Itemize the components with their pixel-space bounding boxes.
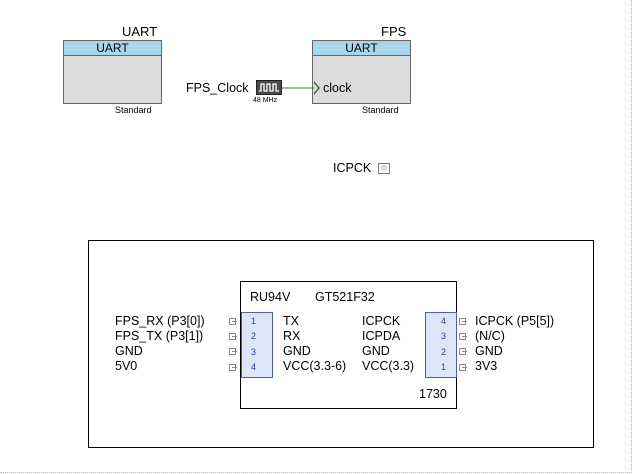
right-external-label-2: (N/C): [475, 329, 505, 343]
right-external-label-1: ICPCK (P5[5]): [475, 314, 555, 328]
clock-wire: [282, 87, 314, 89]
left-internal-label-3: GND: [283, 344, 311, 358]
right-pin-number-2: 3: [441, 331, 447, 341]
clock-input-triangle-icon: [313, 81, 320, 95]
left-pin-number-2: 2: [251, 331, 257, 341]
uart-instance-name: UART: [122, 24, 158, 39]
right-internal-label-2: ICPDA: [362, 329, 401, 343]
right-pin-terminal-icon[interactable]: [459, 318, 467, 325]
module-frame: [88, 240, 594, 448]
right-internal-label-4: VCC(3.3): [362, 359, 415, 373]
left-internal-label-1: TX: [283, 314, 299, 328]
uart-block-header: UART: [64, 41, 161, 56]
module-part-right: GT521F32: [315, 290, 375, 304]
right-internal-label-3: GND: [362, 344, 390, 358]
fps-clock-pin-label: clock: [323, 81, 352, 95]
right-internal-label-1: ICPCK: [362, 314, 401, 328]
left-internal-label-4: VCC(3.3-6): [283, 359, 347, 373]
left-external-label-3: GND: [115, 344, 143, 358]
right-pin-terminal-icon[interactable]: [459, 333, 467, 340]
module-number: 1730: [419, 387, 447, 401]
right-external-label-3: GND: [475, 344, 503, 358]
left-pin-terminal-icon[interactable]: [229, 364, 237, 371]
right-connector[interactable]: [425, 312, 457, 378]
uart-block[interactable]: UART: [63, 40, 162, 104]
clock-source-icon[interactable]: [256, 80, 282, 95]
left-external-label-4: 5V0: [115, 359, 138, 373]
left-external-label-2: FPS_TX (P3[1]): [115, 329, 204, 343]
left-internal-label-2: RX: [283, 329, 301, 343]
right-pin-number-1: 4: [441, 316, 447, 326]
fps-instance-name: FPS: [381, 24, 407, 39]
left-pin-number-1: 1: [251, 316, 257, 326]
right-pin-terminal-icon[interactable]: [459, 348, 467, 355]
left-pin-terminal-icon[interactable]: [229, 348, 237, 355]
right-pin-number-3: 2: [441, 347, 447, 357]
clock-frequency: 48 MHz: [253, 97, 278, 104]
right-pin-number-4: 1: [441, 362, 447, 372]
left-pin-terminal-icon[interactable]: [229, 333, 237, 340]
clock-source-name: FPS_Clock: [186, 81, 249, 95]
left-external-label-1: FPS_RX (P3[0]): [115, 314, 205, 328]
fps-footer-label: Standard: [362, 105, 399, 115]
net-label-icon: ▯▯: [378, 163, 390, 174]
left-pin-number-4: 4: [251, 362, 257, 372]
left-connector[interactable]: [241, 312, 273, 378]
fps-block-header: UART: [313, 41, 410, 56]
right-external-label-4: 3V3: [475, 359, 498, 373]
module-part-left: RU94V: [250, 290, 291, 304]
fps-block[interactable]: UART: [312, 40, 411, 104]
left-pin-terminal-icon[interactable]: [229, 318, 237, 325]
icpck-net-label: ICPCK: [333, 161, 372, 175]
uart-footer-label: Standard: [115, 105, 152, 115]
right-pin-terminal-icon[interactable]: [459, 364, 467, 371]
left-pin-number-3: 3: [251, 347, 257, 357]
